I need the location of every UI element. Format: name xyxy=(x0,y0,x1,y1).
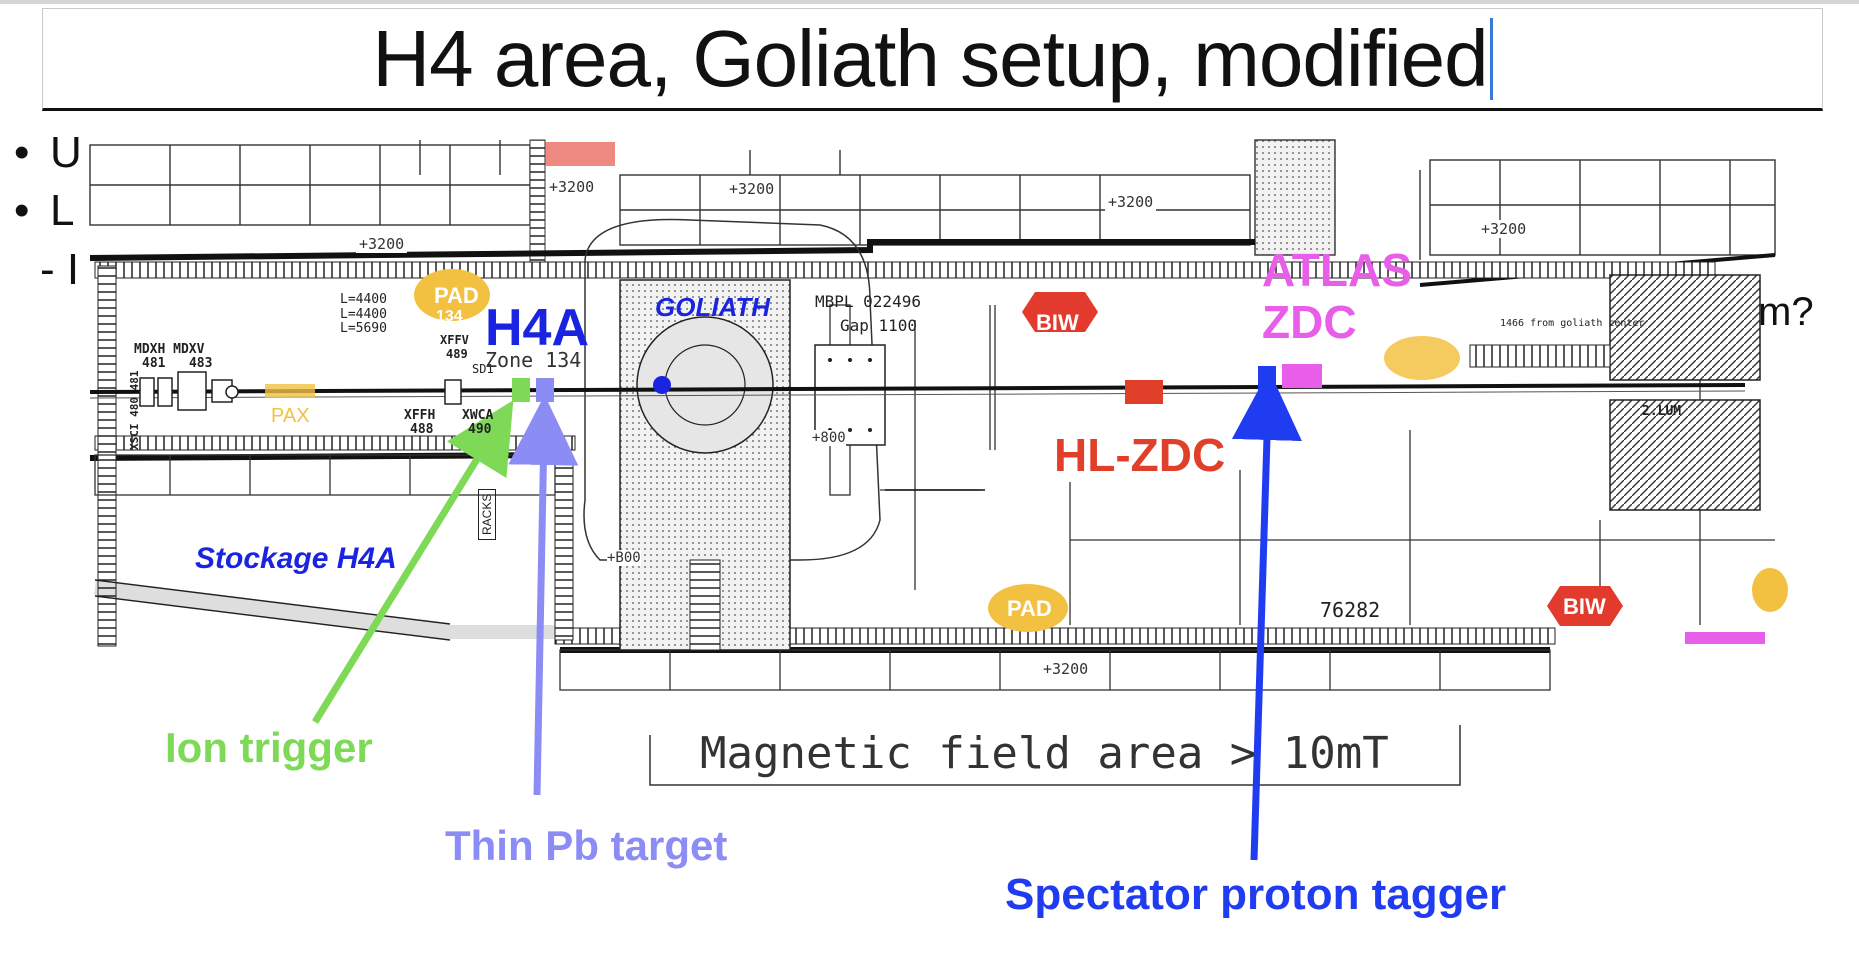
pax-element xyxy=(265,384,315,398)
level-label-6: +3200 xyxy=(1040,660,1092,678)
racks-label: RACKS xyxy=(478,488,496,540)
gap-label: Gap 1100 xyxy=(840,316,918,335)
pad-badge-2-label: PAD xyxy=(1007,596,1052,621)
pad-badge-1-number: 134 xyxy=(436,308,463,325)
atlas-zdc-label-line1[interactable]: ATLAS xyxy=(1262,244,1412,296)
stockage-label: Stockage H4A xyxy=(195,542,397,575)
level-label-800: +800 xyxy=(812,430,846,446)
mdxh-number: 481 483 xyxy=(142,356,213,371)
l-value-1: L=4400 xyxy=(340,292,387,307)
bullet-marker-1: • xyxy=(14,128,30,177)
spectator-tagger-arrow xyxy=(1231,370,1302,861)
zone-name-label: H4A xyxy=(485,299,590,357)
xsci-label: XSCI 480 481 xyxy=(128,370,141,450)
goliath-label: GOLIATH xyxy=(655,292,771,322)
pax-label: PAX xyxy=(271,405,310,427)
lum-label: 2.LUM xyxy=(1642,404,1682,419)
pad-badge-4 xyxy=(1752,568,1788,612)
level-label-2: +3200 xyxy=(546,178,598,196)
biw-badge-2-label: BIW xyxy=(1563,594,1606,619)
mbpl-label: MBPL 022496 xyxy=(815,292,921,311)
biw-badge-2 xyxy=(1547,586,1623,626)
xwca-number: 490 xyxy=(468,422,492,437)
ion-trigger-arrow xyxy=(312,400,514,724)
pad-badge-3 xyxy=(1384,336,1460,380)
spectator-tagger-marker xyxy=(1258,366,1276,392)
xffh-number: 488 xyxy=(410,422,434,437)
pad-badge-2 xyxy=(988,584,1068,632)
beam-line xyxy=(89,383,1746,394)
bullet-text-1[interactable]: U xyxy=(50,128,82,177)
magnetic-field-contour xyxy=(583,218,881,561)
thin-pb-target-marker xyxy=(536,378,554,402)
xffv-label: XFFV xyxy=(440,333,469,347)
bullet-marker-2: • xyxy=(14,186,30,235)
thin-pb-target-arrow xyxy=(508,395,579,796)
atlas-zdc-marker xyxy=(1282,364,1322,388)
bullet-text-2[interactable]: L xyxy=(50,186,75,235)
biw-badge-1-label: BIW xyxy=(1036,310,1079,335)
xffh-label: XFFH xyxy=(404,408,436,423)
number-76282: 76282 xyxy=(1320,598,1381,622)
level-label-1: +3200 xyxy=(356,235,408,253)
bullet-tail-text[interactable]: m? xyxy=(1758,290,1814,334)
top-slab-grid xyxy=(89,140,1776,260)
spectator-tagger-label[interactable]: Spectator proton tagger xyxy=(1005,870,1507,919)
l-value-2: L=4400 xyxy=(340,307,387,322)
ion-trigger-marker xyxy=(512,378,530,402)
level-label-b00: +B00 xyxy=(607,550,641,566)
l-value-3: L=5690 xyxy=(340,321,387,336)
hl-zdc-marker xyxy=(1125,380,1163,404)
slide-title-box[interactable]: H4 area, Goliath setup, modified xyxy=(42,8,1823,111)
level-label-5: +3200 xyxy=(1478,220,1530,238)
level-label-4: +3200 xyxy=(1105,193,1157,211)
text-caret xyxy=(1489,17,1493,100)
zone-sub-label: Zone 134 xyxy=(485,348,582,372)
biw-badge-1 xyxy=(1022,292,1098,332)
sub-bullet-marker: - I xyxy=(40,245,80,294)
magnetic-field-label[interactable]: Magnetic field area > 10mT xyxy=(700,728,1389,779)
ion-trigger-label[interactable]: Ion trigger xyxy=(165,724,373,771)
thin-pb-target-label[interactable]: Thin Pb target xyxy=(445,822,728,869)
pad-badge-1-label: PAD xyxy=(434,283,479,308)
hl-zdc-label[interactable]: HL-ZDC xyxy=(1048,428,1232,482)
xffv-number: 489 xyxy=(446,347,468,361)
sd1-label: SD1 xyxy=(472,362,494,376)
slide-title[interactable]: H4 area, Goliath setup, modified xyxy=(372,13,1488,103)
xwca-label: XWCA xyxy=(462,408,494,423)
upstream-beam-elements xyxy=(139,371,462,411)
mdxh-label: MDXH MDXV xyxy=(134,342,205,357)
goliath-blue-marker xyxy=(653,376,671,394)
atlas-zdc-label-line2[interactable]: ZDC xyxy=(1262,296,1357,348)
level-label-3: +3200 xyxy=(726,180,778,198)
pad-badge-1 xyxy=(414,269,490,321)
slide-top-edge xyxy=(0,0,1859,4)
goliath-center-note: 1466 from goliath center xyxy=(1500,318,1645,329)
